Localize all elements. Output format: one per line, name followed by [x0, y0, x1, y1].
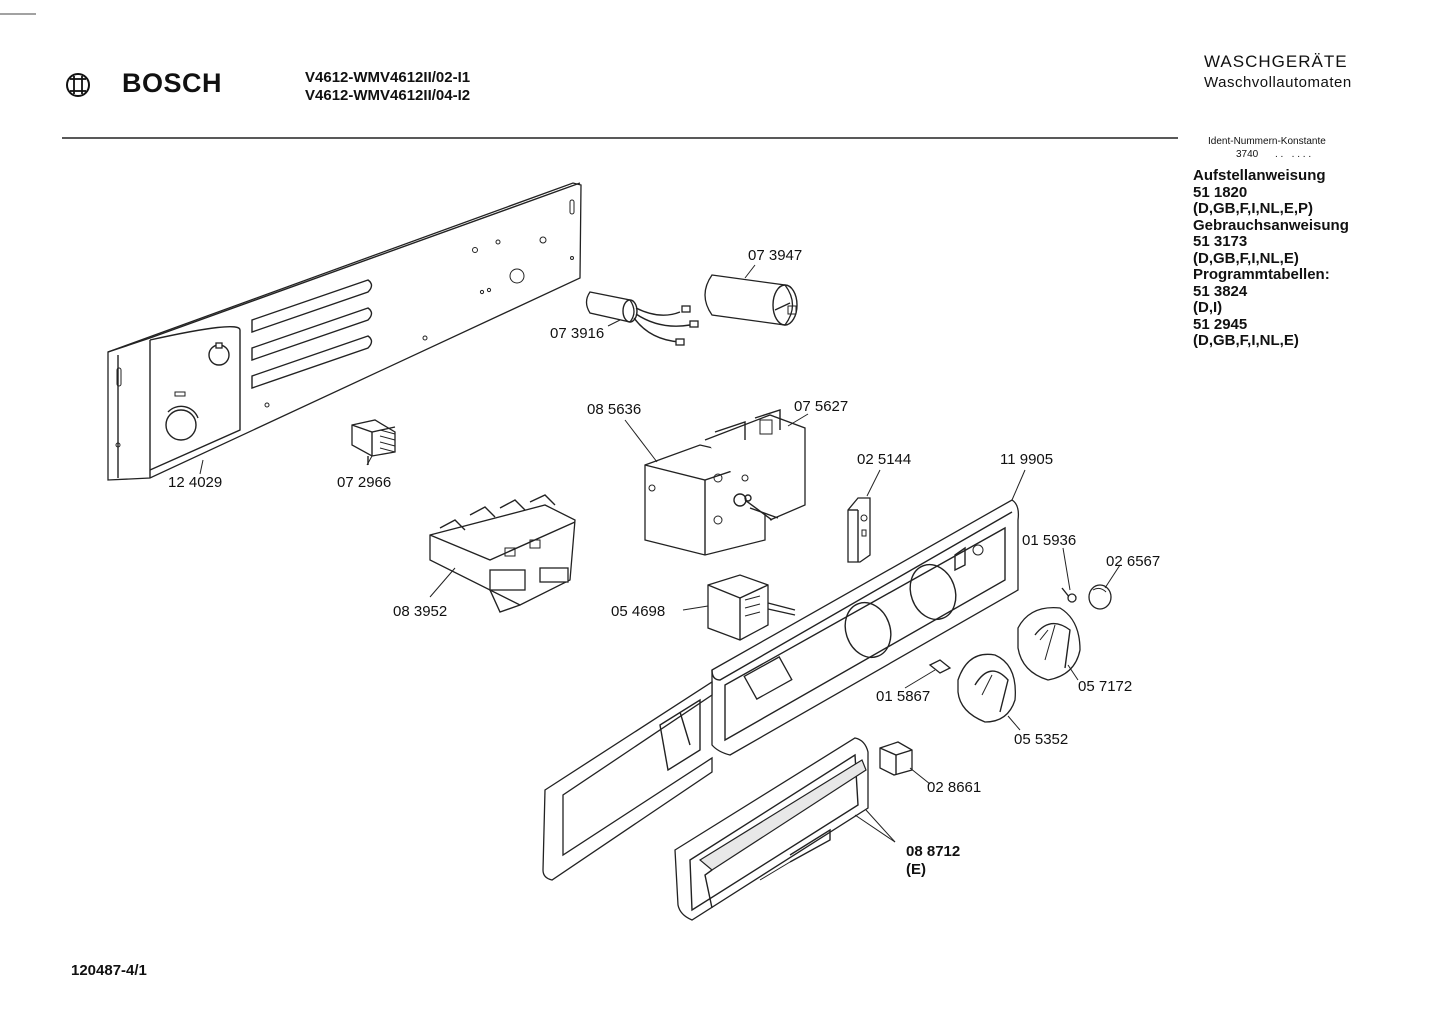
- drawing-code: 120487-4/1: [71, 962, 147, 979]
- ident-label: Ident-Nummern-Konstante: [1208, 136, 1326, 147]
- part-label-028661: 02 8661: [927, 779, 982, 796]
- part-label-015936: 01 5936: [1022, 532, 1077, 549]
- switch-block-drawing: [429, 494, 576, 613]
- part-label-088712-note: (E): [906, 861, 926, 878]
- knob-small-drawing: [957, 653, 1016, 723]
- doc-line: 51 3824: [1193, 282, 1248, 300]
- category-title: WASCHGERÄTE: [1204, 52, 1348, 71]
- part-label-088712: 08 8712: [906, 843, 961, 860]
- documents-list: Aufstellanweisung 51 1820 (D,GB,F,I,NL,E…: [1193, 167, 1349, 350]
- part-label-119905: 11 9905: [1000, 451, 1054, 468]
- push-button-drawing: [879, 741, 913, 776]
- bracket-drawing: [847, 497, 871, 563]
- doc-line: 51 2945: [1193, 315, 1248, 333]
- doc-line: Programmtabellen:: [1193, 266, 1330, 283]
- part-label-072966: 07 2966: [337, 474, 392, 491]
- part-label-083952: 08 3952: [393, 603, 448, 620]
- part-label-124029: 12 4029: [168, 474, 223, 491]
- screw-drawing: [1061, 587, 1077, 603]
- doc-line: (D,I): [1193, 299, 1223, 316]
- part-label-025144: 02 5144: [857, 451, 912, 468]
- model-number-1: V4612-WMV4612II/02-I1: [305, 69, 471, 86]
- part-label-075627: 07 5627: [794, 398, 849, 415]
- doc-line: 51 1820: [1193, 183, 1248, 201]
- bosch-logo-icon: [66, 73, 90, 97]
- leader-lines: [199, 264, 1121, 843]
- drawer-front-drawing: [674, 737, 869, 921]
- part-label-073916: 07 3916: [550, 325, 605, 342]
- cap-drawing: [1088, 584, 1112, 610]
- category-subtitle: Waschvollautomaten: [1204, 74, 1352, 91]
- part-label-055352: 05 5352: [1014, 731, 1069, 748]
- brand-name: BOSCH: [122, 68, 223, 98]
- doc-line: Gebrauchsanweisung: [1193, 216, 1349, 234]
- doc-line: Aufstellanweisung: [1193, 167, 1326, 184]
- small-button-drawing: [928, 659, 952, 674]
- model-number-2: V4612-WMV4612II/04-I2: [305, 87, 471, 104]
- part-label-073947: 07 3947: [748, 247, 803, 264]
- rotary-switch-drawing: [707, 574, 796, 641]
- control-panel-drawing: [542, 499, 1020, 881]
- doc-line: (D,GB,F,I,NL,E): [1193, 332, 1299, 349]
- doc-line: (D,GB,F,I,NL,E,P): [1193, 200, 1313, 217]
- doc-line: (D,GB,F,I,NL,E): [1193, 249, 1299, 267]
- capacitor-large-drawing: [704, 274, 798, 326]
- ident-value: 3740: [1236, 149, 1259, 160]
- relay-drawing: [351, 419, 396, 465]
- capacitor-small-drawing: [585, 291, 699, 346]
- part-label-015867: 01 5867: [876, 688, 931, 705]
- part-label-026567: 02 6567: [1106, 553, 1161, 570]
- program-timer-drawing: [644, 409, 806, 556]
- doc-line: 51 3173: [1193, 233, 1248, 250]
- part-label-057172: 05 7172: [1078, 678, 1133, 695]
- part-label-054698: 05 4698: [611, 603, 666, 620]
- part-label-085636: 08 5636: [587, 401, 642, 418]
- back-panel-drawing: [107, 182, 582, 481]
- knob-large-drawing: [1017, 607, 1081, 681]
- ident-dots: . . . . . .: [1275, 149, 1312, 160]
